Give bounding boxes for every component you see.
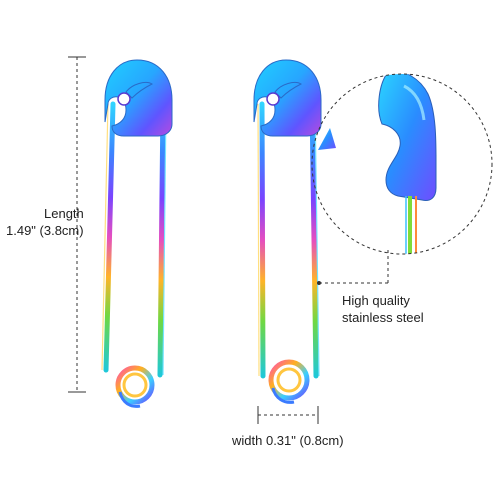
safety-pin-left [101,59,173,408]
width-dimension-line [257,406,319,424]
length-label: Length [44,206,84,221]
length-value: 1.49" (3.8cm) [6,223,84,238]
width-label: width 0.31" (0.8cm) [232,433,344,448]
material-label-line1: High quality [342,293,410,308]
material-label-line2: stainless steel [342,310,424,325]
material-callout-line [317,248,389,285]
magnified-detail [311,73,493,255]
safety-pin-right [253,59,322,404]
length-dimension-line [68,56,86,393]
